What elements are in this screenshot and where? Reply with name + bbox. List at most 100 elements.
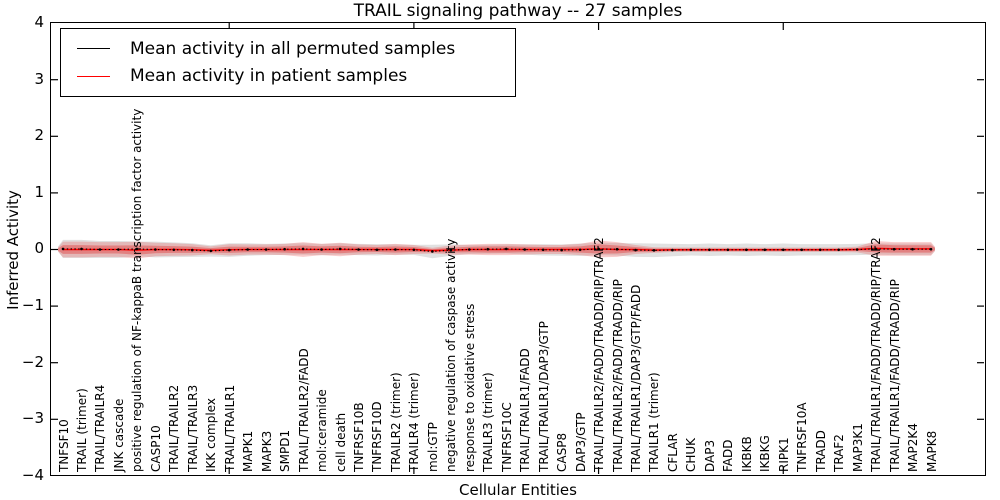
y-tick-label: 2: [34, 126, 44, 145]
y-tick-label: 1: [34, 182, 44, 201]
legend-entry-patient: Mean activity in patient samples: [61, 66, 515, 86]
permuted-mean-marker: [301, 247, 305, 251]
permuted-mean-marker: [892, 247, 896, 251]
y-tick-label: −3: [21, 409, 44, 428]
x-tick-label: CHUK: [684, 437, 699, 472]
x-tick-label: FADD: [721, 439, 736, 473]
x-tick-label: TRAILR1 (trimer): [647, 372, 662, 472]
permuted-mean-marker: [375, 248, 379, 252]
x-tick-label: MAP3K1: [850, 423, 865, 472]
x-tick-label: IKK complex: [204, 398, 219, 472]
x-tick-label: TNFRSF10B: [351, 402, 366, 472]
x-tick-label: DAP3/GTP: [573, 412, 588, 472]
x-tick-label: mol:GTP: [425, 422, 440, 472]
x-tick-label: TNFRSF10A: [795, 402, 810, 472]
x-tick-label: TNFRSF10D: [370, 401, 385, 472]
permuted-mean-marker: [689, 248, 693, 252]
legend: Mean activity in all permuted samples Me…: [60, 28, 516, 97]
x-tick-label: SMPD1: [278, 429, 293, 472]
legend-entry-permuted: Mean activity in all permuted samples: [61, 39, 515, 59]
permuted-mean-marker: [929, 247, 933, 251]
x-tick-label: JNK cascade: [111, 398, 126, 472]
x-tick-label: negative regulation of caspase activity: [444, 238, 459, 472]
permuted-mean-marker: [541, 248, 545, 252]
x-tick-label: MAPK8: [924, 430, 939, 472]
x-tick-label: TRAIL/TRAILR1/DAP3/GTP: [536, 321, 551, 472]
x-tick-label: MAP2K4: [906, 423, 921, 472]
permuted-mean-marker: [781, 248, 785, 252]
permuted-mean-marker: [837, 248, 840, 252]
permuted-mean-marker: [246, 248, 249, 251]
x-axis-label: Cellular Entities: [459, 481, 577, 499]
x-tick-label: TRAIL/TRAILR2/FADD/TRADD/RIP: [610, 279, 625, 472]
permuted-mean-marker: [615, 247, 619, 251]
x-tick-label: MAPK3: [259, 430, 274, 472]
patient-line-swatch: [77, 75, 110, 77]
permuted-mean-marker: [135, 247, 139, 251]
permuted-mean-marker: [578, 248, 582, 252]
x-tick-label: CASP10: [148, 425, 163, 472]
x-tick-label: cell death: [333, 412, 348, 472]
permuted-mean-marker: [634, 248, 637, 252]
permuted-mean-marker: [597, 247, 600, 251]
permuted-mean-marker: [652, 249, 656, 252]
y-tick-label: 4: [34, 13, 44, 31]
permuted-mean-marker: [117, 248, 120, 251]
permuted-mean-marker: [172, 248, 176, 252]
x-tick-label: TNFRSF10C: [499, 402, 514, 472]
permuted-mean-marker: [61, 247, 65, 251]
x-tick-label: RIPK1: [776, 437, 791, 472]
permuted-mean-line: [63, 248, 931, 253]
permuted-mean-marker: [320, 248, 323, 251]
permuted-mean-marker: [504, 247, 508, 251]
permuted-mean-marker: [486, 247, 490, 251]
x-tick-label: TRAIL/TRAILR3: [185, 384, 200, 472]
permuted-mean-marker: [431, 250, 434, 253]
x-tick-label: positive regulation of NF-kappaB transcr…: [130, 108, 145, 472]
y-tick-label: 0: [34, 239, 44, 258]
permuted-mean-marker: [745, 248, 748, 252]
permuted-mean-marker: [283, 247, 286, 251]
chart-canvas: [51, 23, 984, 474]
x-tick-label: CFLAR: [665, 433, 680, 472]
permuted-mean-marker: [911, 247, 914, 251]
x-tick-label: TNFSF10: [56, 419, 71, 472]
permuted-mean-marker: [190, 248, 194, 252]
permuted-mean-marker: [467, 248, 471, 251]
x-tick-label: IKBKB: [739, 436, 754, 472]
x-tick-label: DAP3: [702, 439, 717, 472]
x-tick-label: TRAIL/TRAILR1/DAP3/GTP/FADD: [629, 284, 643, 472]
x-tick-label: TRAILR2 (trimer): [388, 372, 403, 472]
permuted-mean-marker: [264, 248, 268, 251]
x-tick-label: MAPK1: [241, 430, 256, 472]
permuted-mean-marker: [560, 248, 563, 252]
y-tick-label: −1: [21, 296, 44, 314]
x-tick-label: TRADD: [813, 430, 828, 472]
legend-label: Mean activity in patient samples: [130, 66, 408, 87]
x-tick-label: mol:ceramide: [315, 389, 330, 472]
x-tick-label: TRAF2: [832, 434, 847, 472]
y-tick-label: 3: [34, 69, 44, 88]
x-tick-label: TRAIL/TRAILR1/FADD: [518, 348, 533, 472]
permuted-mean-marker: [394, 248, 397, 251]
permuted-mean-marker: [98, 248, 102, 251]
permuted-mean-marker: [874, 247, 877, 251]
x-tick-label: TRAILR4 (trimer): [407, 372, 422, 472]
x-tick-label: TRAIL/TRAILR1/FADD/TRADD/RIP: [887, 279, 902, 472]
x-tick-label: TRAIL/TRAILR4: [93, 384, 108, 472]
x-tick-label: TRAILR3 (trimer): [481, 372, 496, 472]
x-tick-label: TRAIL/TRAILR2/FADD/TRADD/RIP/TRAF2: [592, 237, 607, 472]
permuted-mean-marker: [357, 248, 360, 251]
y-tick-label: −4: [21, 465, 44, 484]
x-tick-label: TRAIL (trimer): [74, 388, 89, 472]
x-tick-label: TRAIL/TRAILR2/FADD: [296, 348, 311, 472]
permuted-mean-marker: [671, 248, 674, 252]
permuted-mean-marker: [763, 248, 767, 252]
permuted-mean-marker: [80, 247, 83, 251]
permuted-mean-marker: [227, 248, 231, 252]
x-tick-label: TRAIL/TRAILR1/FADD/TRADD/RIP/TRAF2: [869, 237, 884, 472]
x-tick-label: TRAIL/TRAILR2: [167, 384, 182, 472]
permuted-line-swatch: [77, 48, 110, 50]
